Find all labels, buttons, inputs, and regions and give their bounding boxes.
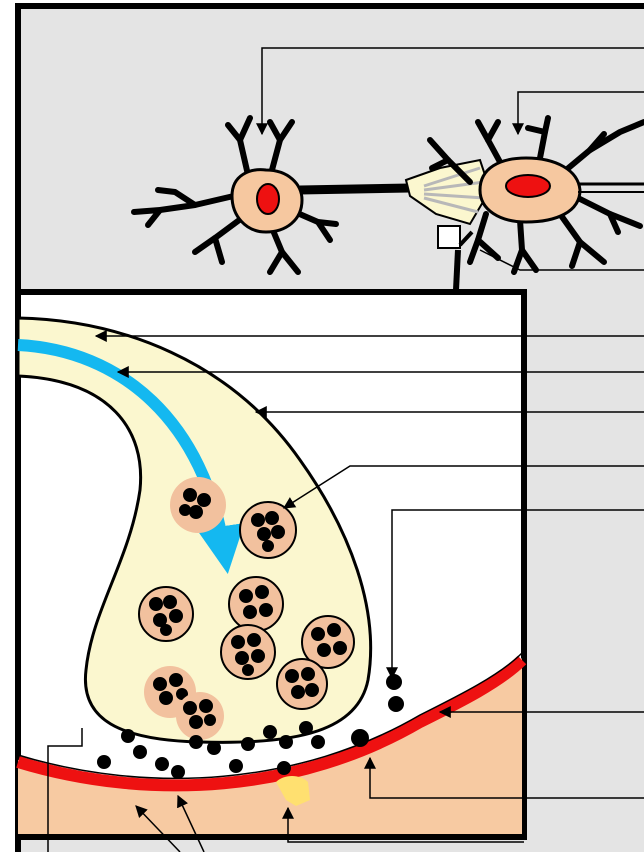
presynaptic-neuron xyxy=(131,115,339,275)
receptor xyxy=(276,776,310,806)
postsynaptic-nucleus xyxy=(505,174,551,198)
axon-terminal-cluster xyxy=(404,158,492,291)
postsynaptic-dendrites xyxy=(427,115,644,275)
postsynaptic-membrane xyxy=(16,655,527,792)
zoom-box xyxy=(437,225,461,249)
inset-leader-lines xyxy=(47,330,644,852)
axon xyxy=(299,183,411,195)
vesicle xyxy=(276,658,328,710)
vesicle xyxy=(239,501,297,559)
postsynaptic-neuron xyxy=(427,115,644,275)
neurotransmitters xyxy=(97,674,404,779)
presynaptic-dendrites xyxy=(131,115,339,275)
vesicle xyxy=(228,576,284,632)
vesicle xyxy=(138,586,194,642)
vesicle xyxy=(176,692,224,740)
vesicle xyxy=(301,615,355,669)
vesicle xyxy=(170,477,226,533)
postsynaptic-side xyxy=(16,652,527,834)
vesicle xyxy=(220,624,276,680)
presynaptic-nucleus xyxy=(256,183,280,215)
synaptic-vesicles xyxy=(138,477,355,740)
top-leader-lines xyxy=(256,47,644,271)
